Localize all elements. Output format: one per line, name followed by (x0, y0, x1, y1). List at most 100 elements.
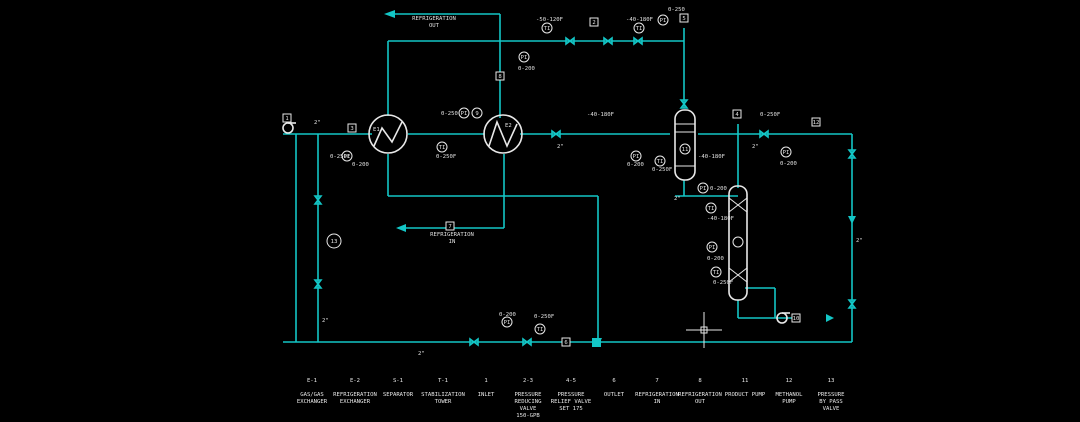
valve-top-1 (565, 36, 575, 46)
legend-description: SET 175 (559, 406, 583, 412)
pi-inlet (341, 150, 353, 162)
arrow-bypass (848, 216, 856, 224)
separator-shell (674, 109, 696, 181)
legend-code: 4-5 (566, 378, 576, 384)
legend-description: SEPARATOR (383, 392, 414, 398)
pressure-range-separator: 0-200 (627, 162, 644, 168)
e1-exchanger: E1 (368, 114, 408, 154)
separator-level-gauge (679, 143, 691, 155)
legend-code: 2-3 (523, 378, 533, 384)
pi-label: PI (709, 245, 716, 251)
arrow-product (826, 314, 834, 322)
legend-code: E-2 (350, 378, 360, 384)
pipe-size-gas: 2" (752, 144, 759, 150)
legend-description: INLET (478, 392, 495, 398)
pipe-size-inlet: 2" (314, 120, 321, 126)
line-tag-2: 2 (592, 20, 595, 26)
legend-code: 6 (612, 378, 615, 384)
valve-riser (679, 99, 689, 109)
equipment-legend: E-1GAS/GASEXCHANGERE-2REFRIGERATIONEXCHA… (297, 378, 845, 419)
line-tag-4: 4 (735, 112, 739, 118)
tower-shell (728, 185, 748, 301)
e1-coil (373, 121, 403, 147)
legend-code: 1 (484, 378, 487, 384)
legend-code: 12 (786, 378, 793, 384)
pi-label: PI (504, 320, 511, 326)
line-tag-3: 3 (350, 126, 353, 132)
line-tag-13: 13 (331, 239, 338, 245)
arrow-refrigeration-in (396, 224, 406, 232)
legend-description: PRESSURE (515, 392, 543, 398)
legend-description: 150-GPB (516, 413, 540, 419)
temp-range-top: -50-120F (536, 17, 564, 23)
pi-outlet (501, 316, 513, 328)
temp-range-inlet: 0-250F (330, 154, 351, 160)
line-tag-10: 10 (793, 316, 800, 322)
legend-description: IN (654, 399, 661, 405)
pi-label: PI (633, 154, 640, 160)
ti-outlet (534, 323, 546, 335)
refrigeration-in-label-1: REFRIGERATION (430, 232, 474, 238)
pipe-size-bypass: 2" (856, 238, 863, 244)
legend-description: RELIEF VALVE (551, 399, 592, 405)
pipe-size-main: 2" (557, 144, 564, 150)
line-tag-1: 1 (285, 116, 288, 122)
inlet-pump (282, 122, 296, 134)
pi-label: PI (783, 150, 790, 156)
ti-e1 (436, 141, 448, 153)
legend-code: 8 (698, 378, 702, 384)
legend-description: GAS/GAS (300, 392, 324, 398)
tower-level-gauge (732, 236, 744, 248)
valve-top-2 (603, 36, 613, 46)
ti-label: TI (636, 26, 643, 32)
pi-top-riser (518, 51, 530, 63)
ti-label: TI (708, 206, 715, 212)
line-tag-8: 8 (498, 74, 502, 80)
cursor-crosshair (686, 312, 722, 348)
piping (283, 13, 853, 343)
e1-shell (368, 114, 408, 154)
refrigeration-in-label-2: IN (449, 239, 456, 245)
valve-main-1 (551, 129, 561, 139)
ti-label: TI (713, 270, 720, 276)
temp-range-gas: 0-250F (760, 112, 781, 118)
valve-bottom-2 (522, 337, 532, 347)
valves (313, 36, 857, 347)
valve-right-1 (847, 149, 857, 159)
legend-description: REFRIGERATION (678, 392, 722, 398)
line-tags: 1 2 3 4 5 6 7 8 9 10 11 12 13 (282, 13, 821, 347)
legend-description: VALVE (823, 406, 840, 412)
ti-label: TI (544, 26, 551, 32)
legend-description: REDUCING (515, 399, 543, 405)
valve-left-1 (313, 195, 323, 205)
legend-description: PRESSURE (558, 392, 586, 398)
flow-arrows (384, 10, 856, 346)
ti-tower-top (705, 202, 717, 214)
inlet-pump-body (282, 122, 294, 134)
instruments: TI TI PI PI PI TI PI PI TI PI TI PI TI P… (341, 14, 792, 335)
e2-label: E2 (505, 123, 512, 129)
legend-description: BY PASS (819, 399, 843, 405)
e2-coil (488, 119, 518, 149)
legend-code: 7 (655, 378, 658, 384)
legend-description: EXCHANGER (297, 399, 328, 405)
pressure-range-gas: 0-200 (780, 161, 797, 167)
legend-description: PRODUCT PUMP (725, 392, 766, 398)
line-tag-7: 7 (448, 224, 451, 230)
legend-description: METHANOL (776, 392, 804, 398)
e2-exchanger: E2 (483, 114, 523, 154)
line-tag-9: 9 (475, 111, 478, 117)
legend-description: REFRIGERATION (635, 392, 679, 398)
ti-label: TI (537, 327, 544, 333)
pi-label: PI (461, 111, 468, 117)
legend-description: TOWER (435, 399, 452, 405)
legend-description: PUMP (782, 399, 796, 405)
product-pump (776, 312, 790, 324)
temp-range-separator: 0-250F (652, 167, 673, 173)
ti-top-2 (633, 22, 645, 34)
pressure-range-inlet: 0-200 (352, 162, 369, 168)
pressure-range-riser: 0-200 (518, 66, 535, 72)
temp-range-tower: 0-250F (713, 280, 734, 286)
